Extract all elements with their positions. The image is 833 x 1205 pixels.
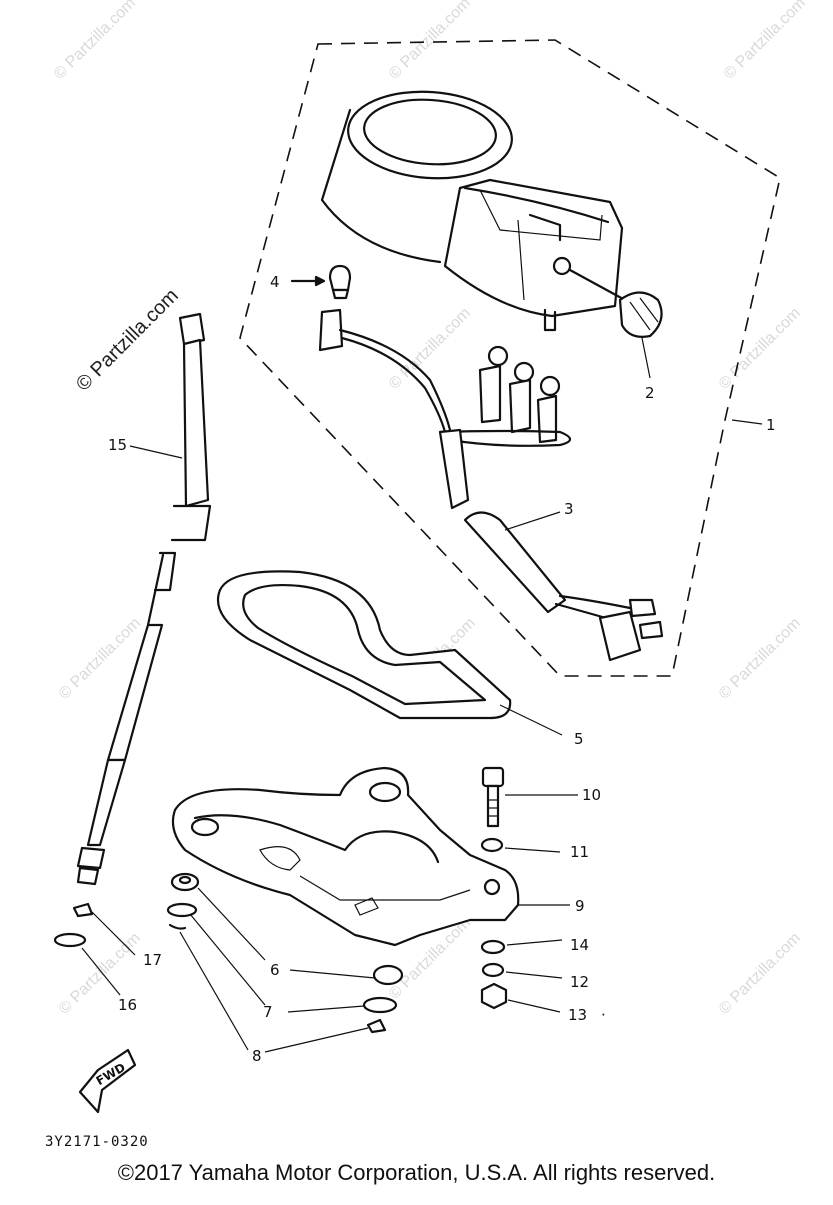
- copyright-notice: ©2017 Yamaha Motor Corporation, U.S.A. A…: [117, 1160, 716, 1185]
- callout-11: 11: [570, 843, 589, 861]
- speedometer-housing: [320, 90, 624, 332]
- callout-13-mark: ·: [601, 1006, 606, 1024]
- callout-15: 15: [108, 436, 127, 454]
- part-code: 3Y2171-0320: [45, 1134, 149, 1150]
- ring-clip-parts: [53, 902, 136, 996]
- watermark-text: © Partzilla.com: [716, 615, 804, 703]
- bracket-part-9: [171, 766, 570, 947]
- watermark-text: © Partzilla.com: [716, 305, 804, 393]
- gasket-part-5: [216, 570, 563, 736]
- callout-10: 10: [582, 786, 601, 804]
- callout-4: 4: [270, 273, 280, 291]
- callout-8: 8: [252, 1047, 262, 1065]
- wiring-harness: [318, 308, 572, 510]
- callout-16: 16: [118, 996, 137, 1014]
- callout-7: 7: [263, 1003, 273, 1021]
- callout-9: 9: [575, 897, 585, 915]
- knob-part-2: [568, 268, 663, 379]
- callout-6: 6: [270, 961, 280, 979]
- callout-12: 12: [570, 973, 589, 991]
- grommet-set-left: [166, 872, 404, 1053]
- bolt-stack: [480, 766, 578, 1013]
- fwd-arrow-icon: FWD: [78, 1048, 137, 1114]
- callout-labels: 1 2 3 4 5 6 7 8 9 10 11 12 13 · 14 15 16…: [108, 273, 776, 1065]
- wire-sleeve-part-3: [463, 511, 664, 662]
- callout-2: 2: [645, 384, 655, 402]
- leader-3: [504, 511, 561, 531]
- watermark-text: © Partzilla.com: [716, 930, 804, 1018]
- partzilla-watermark: © Partzilla.com: [72, 285, 183, 396]
- speedometer-cable-part-15: [76, 312, 212, 886]
- callout-3: 3: [564, 500, 574, 518]
- callout-5: 5: [574, 730, 584, 748]
- callout-1: 1: [766, 416, 776, 434]
- callout-17: 17: [143, 951, 162, 969]
- bulb-part-4: [290, 264, 352, 300]
- watermark-text: © Partzilla.com: [721, 0, 809, 83]
- callout-13: 13: [568, 1006, 587, 1024]
- callout-14: 14: [570, 936, 589, 954]
- watermark-text: © Partzilla.com: [51, 0, 139, 83]
- leader-1: [731, 419, 763, 425]
- assembly-outline: [239, 39, 781, 677]
